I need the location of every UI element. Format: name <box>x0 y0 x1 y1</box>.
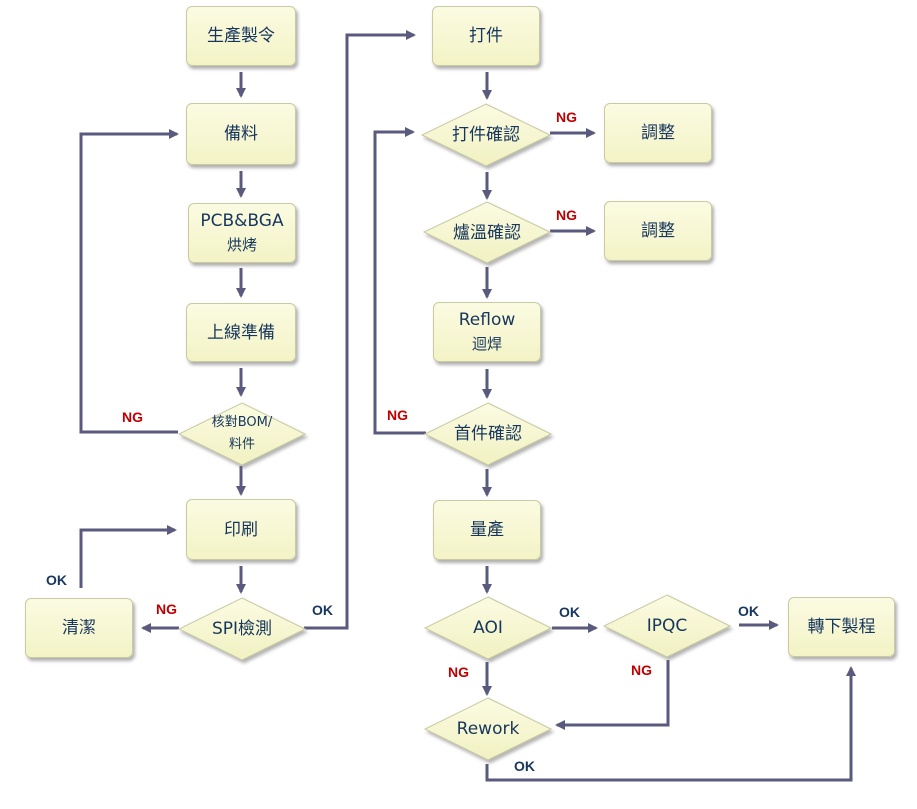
node-rework-decision: Rework <box>423 697 553 761</box>
label-ok-aoi: OK <box>559 604 580 620</box>
node-adjust-2: 調整 <box>604 201 712 261</box>
node-mass-production: 量產 <box>433 500 541 560</box>
node-printing: 印刷 <box>186 499 296 560</box>
node-line-prep: 上線準備 <box>186 303 296 362</box>
diamond-shape <box>423 596 553 660</box>
node-material-prep: 備料 <box>186 103 296 165</box>
label-ng-oven: NG <box>556 207 577 223</box>
diamond-shape <box>420 103 552 167</box>
label-ng-bom: NG <box>122 409 143 425</box>
node-reflow: Reflow 迴焊 <box>433 302 541 362</box>
label-ng-placement: NG <box>556 109 577 125</box>
node-production-order: 生產製令 <box>186 6 296 66</box>
node-oven-temp-decision: 爐溫確認 <box>422 201 552 264</box>
label-ng-aoi: NG <box>448 664 469 680</box>
label-ng-ipqc: NG <box>631 662 652 678</box>
node-check-bom-decision: 核對BOM/ 料件 <box>177 402 307 466</box>
node-pcb-bga-baking: PCB&BGA 烘烤 <box>188 203 296 263</box>
diamond-shape <box>422 201 552 264</box>
label-ok-spi: OK <box>312 602 333 618</box>
label-ok-rework: OK <box>514 758 535 774</box>
diamond-shape <box>423 697 553 761</box>
node-aoi-decision: AOI <box>423 596 553 660</box>
node-next-process: 轉下製程 <box>788 597 895 657</box>
arrow-first-ng-loop <box>373 127 426 435</box>
arrow-ipqc-ng-to-rework <box>555 660 670 730</box>
arrow-spi-ok-to-placement <box>304 30 416 630</box>
arrow-bom-ng-loop <box>79 129 179 434</box>
label-ng-first: NG <box>387 407 408 423</box>
diamond-shape <box>177 402 307 466</box>
node-placement: 打件 <box>432 6 540 66</box>
node-first-article-decision: 首件確認 <box>423 402 553 466</box>
label-ok-clean: OK <box>46 572 67 588</box>
arrow-clean-ok-loop <box>79 525 177 588</box>
diamond-shape <box>423 402 553 466</box>
node-spi-decision: SPI檢測 <box>177 597 307 661</box>
label-ok-ipqc: OK <box>738 603 759 619</box>
node-placement-check-decision: 打件確認 <box>420 103 552 167</box>
node-adjust-1: 調整 <box>604 103 712 163</box>
node-ipqc-decision: IPQC <box>602 594 732 658</box>
arrow-rework-ok-to-next <box>485 666 856 782</box>
diamond-shape <box>177 597 307 661</box>
diamond-shape <box>602 594 732 658</box>
label-ng-spi: NG <box>156 601 177 617</box>
node-cleaning: 清潔 <box>25 598 133 658</box>
